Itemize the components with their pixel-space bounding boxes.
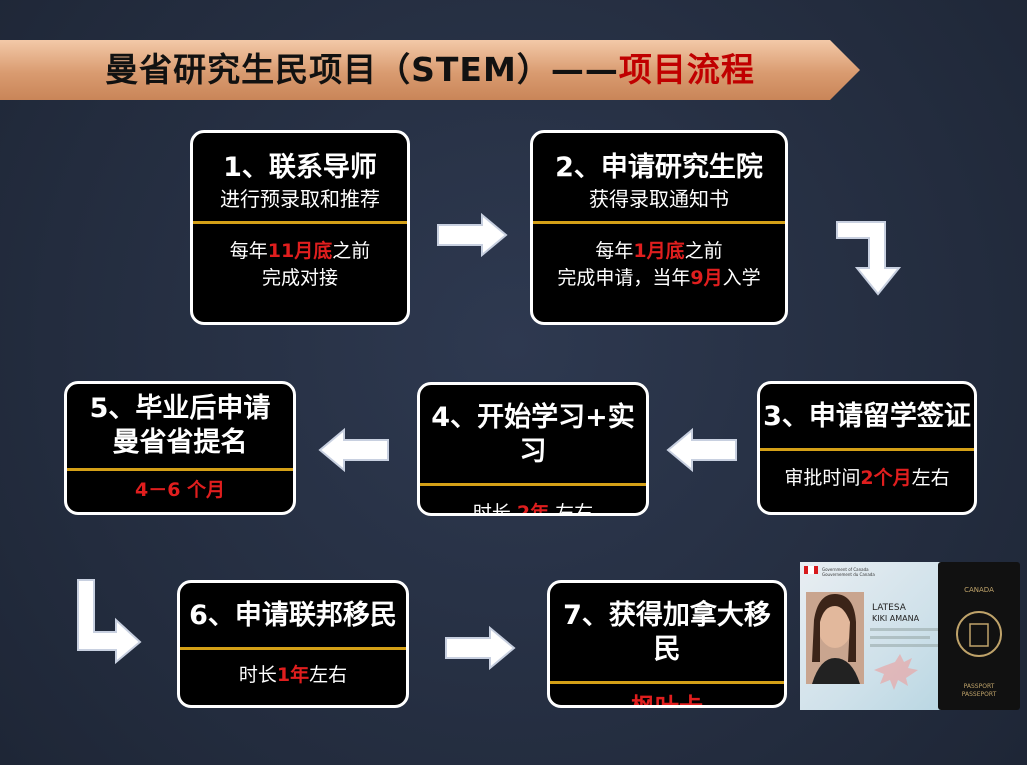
step-7-result: 枫叶卡 [631, 693, 703, 708]
passport-cover [938, 562, 1020, 710]
step-1-deadline: 每年11月底之前 [229, 240, 371, 262]
title-banner [0, 40, 860, 100]
step-6-duration: 时长1年左右 [238, 664, 348, 686]
step-card-4: 4、开始学习+实习 时长 2年 左右 [417, 382, 649, 516]
step-4-duration: 时长 2年 左右 [472, 502, 594, 516]
step-1-title: 1、联系导师 [223, 152, 377, 183]
step-1-note: 完成对接 [261, 267, 338, 289]
passport-label-fr: PASSEPORT [962, 691, 997, 698]
step-6-divider [180, 647, 406, 650]
cardholder-surname: LATESA [872, 603, 907, 613]
page-title: 曼省研究生民项目（STEM）——项目流程 [0, 40, 860, 100]
step-2-subtitle: 获得录取通知书 [589, 187, 729, 211]
passport-label: PASSPORT [964, 683, 995, 690]
step-2-note: 完成申请，当年9月入学 [557, 267, 761, 289]
gov-fr-text: Gouvernement du Canada [822, 572, 875, 577]
step-2-deadline: 每年1月底之前 [595, 240, 723, 262]
step-5-title-line2: 曼省省提名 [112, 427, 248, 458]
step-5-divider [67, 468, 293, 471]
maple-leaf-icon [874, 654, 918, 690]
arrow-down-corner-icon [836, 221, 902, 296]
step-card-2: 2、申请研究生院 获得录取通知书 每年1月底之前 完成申请，当年9月入学 [530, 130, 788, 325]
step-5-title-line1: 5、毕业后申请 [89, 393, 271, 424]
passport-country: CANADA [964, 586, 994, 594]
step-7-divider [550, 681, 784, 684]
gov-en-text: Government of Canada [822, 567, 869, 572]
step-4-title: 4、开始学习+实习 [431, 402, 635, 467]
arrow-right-icon [437, 213, 508, 257]
step-card-3: 3、申请留学签证 审批时间2个月左右 [757, 381, 977, 515]
page-title-highlight: 项目流程 [618, 50, 755, 89]
step-3-title: 3、申请留学签证 [763, 401, 971, 432]
step-1-divider [193, 221, 407, 224]
step-2-title: 2、申请研究生院 [555, 152, 763, 183]
step-3-duration: 审批时间2个月左右 [784, 467, 950, 489]
arrow-right-icon [445, 626, 516, 670]
cardholder-given-name: KIKI AMANA [872, 614, 920, 623]
step-card-5: 5、毕业后申请 曼省省提名 4－6 个月 [64, 381, 296, 515]
pr-card-and-passport-image: Government of Canada Gouvernement du Can… [800, 562, 1020, 710]
step-card-1: 1、联系导师 进行预录取和推荐 每年11月底之前 完成对接 [190, 130, 410, 325]
step-4-divider [420, 483, 646, 486]
step-3-divider [760, 448, 974, 451]
arrow-left-icon [666, 428, 737, 472]
step-2-divider [533, 221, 785, 224]
step-5-duration: 4－6 个月 [134, 479, 226, 501]
step-card-7: 7、获得加拿大移民 枫叶卡 [547, 580, 787, 708]
coat-of-arms-icon [956, 611, 1002, 657]
step-1-subtitle: 进行预录取和推荐 [220, 187, 380, 211]
step-6-title: 6、申请联邦移民 [189, 600, 397, 631]
arrow-left-icon [318, 428, 389, 472]
arrow-down-right-corner-icon [77, 579, 142, 664]
step-7-title: 7、获得加拿大移民 [563, 600, 771, 665]
step-card-6: 6、申请联邦移民 时长1年左右 [177, 580, 409, 708]
page-title-main: 曼省研究生民项目（STEM）—— [105, 50, 619, 89]
